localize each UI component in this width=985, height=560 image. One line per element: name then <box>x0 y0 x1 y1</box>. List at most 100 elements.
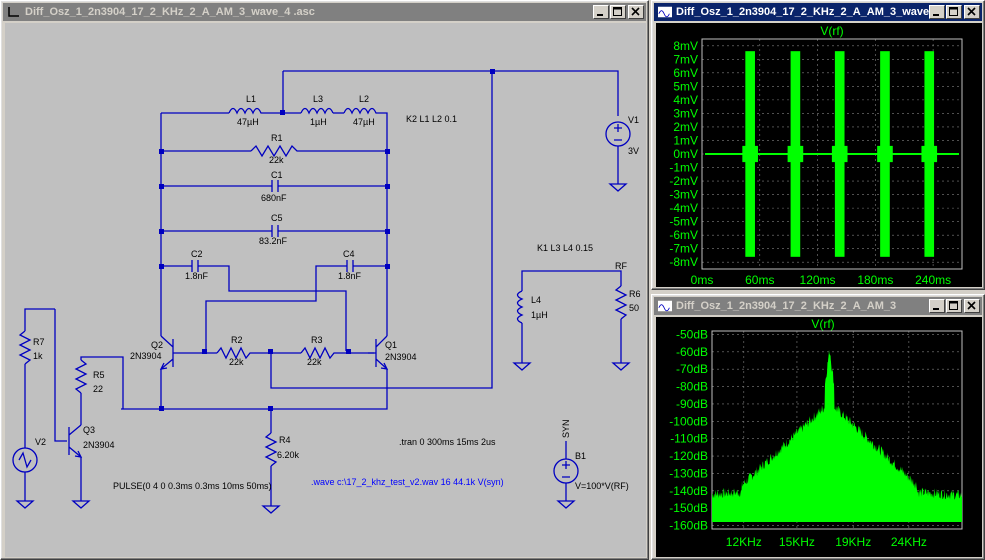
fft-plot-title: Diff_Osz_1_2n3904_17_2_KHz_2_A_AM_3 <box>676 300 897 312</box>
R2-value: 22k <box>229 357 244 367</box>
fft-y-tick-label: -130dB <box>669 466 708 480</box>
fft-y-tick-label: -60dB <box>676 345 708 359</box>
time-y-tick-label: -2mV <box>669 174 698 188</box>
L3-label: L3 <box>313 94 323 104</box>
close-icon <box>631 7 640 16</box>
resistor-R6[interactable]: R6 50 <box>614 285 641 320</box>
capacitor-C4[interactable]: C4 1.8nF <box>338 249 362 281</box>
minimize-button[interactable] <box>929 5 945 19</box>
R5-value: 22 <box>93 384 103 394</box>
L1-value: 47µH <box>237 117 259 127</box>
resistor-R2[interactable]: R2 22k <box>216 335 271 367</box>
R4-label: R4 <box>279 435 291 445</box>
R3-label: R3 <box>311 335 323 345</box>
fft-plot-canvas[interactable]: V(rf)-50dB-60dB-70dB-80dB-90dB-100dB-110… <box>656 317 982 557</box>
minimize-icon <box>933 308 939 310</box>
time-y-tick-label: 6mV <box>673 66 698 80</box>
fft-x-tick-label: 12KHz <box>726 535 762 549</box>
time-y-tick-label: -5mV <box>669 215 698 229</box>
minimize-icon <box>933 14 939 16</box>
resistor-R3[interactable]: R3 22k <box>300 335 374 367</box>
fft-y-tick-label: -70dB <box>676 362 708 376</box>
time-plot-window[interactable]: Diff_Osz_1_2n3904_17_2_KHz_2_A_AM_3_wave… <box>651 0 985 290</box>
time-plot-canvas[interactable]: V(rf)8mV7mV6mV5mV4mV3mV2mV1mV0mV-1mV-2mV… <box>656 23 982 287</box>
fft-plot-window[interactable]: Diff_Osz_1_2n3904_17_2_KHz_2_A_AM_3 V(rf… <box>651 294 985 560</box>
inductor-L2[interactable]: L2 47µH <box>343 94 379 127</box>
R3-value: 22k <box>307 357 322 367</box>
Q3-value: 2N3904 <box>83 440 115 450</box>
resistor-R1[interactable]: R1 22k <box>250 133 306 165</box>
R6-label: R6 <box>629 289 641 299</box>
time-y-tick-label: 5mV <box>673 79 698 93</box>
fft-y-tick-label: -100dB <box>669 414 708 428</box>
maximize-button[interactable] <box>610 5 626 19</box>
close-button[interactable] <box>964 299 980 313</box>
close-button[interactable] <box>964 5 980 19</box>
Q2-value: 2N3904 <box>130 351 162 361</box>
time-y-tick-label: 0mV <box>673 147 698 161</box>
C4-label: C4 <box>343 249 355 259</box>
waveform-icon <box>658 300 672 312</box>
minimize-button[interactable] <box>593 5 609 19</box>
inductor-L1[interactable]: L1 47µH <box>228 94 266 127</box>
time-plot-frame <box>701 38 963 270</box>
maximize-button[interactable] <box>946 5 962 19</box>
fft-y-tick-label: -140dB <box>669 484 708 498</box>
fft-plot-trace-name: V(rf) <box>811 317 834 331</box>
fft-plot-titlebar[interactable]: Diff_Osz_1_2n3904_17_2_KHz_2_A_AM_3 <box>654 297 982 315</box>
resistor-R5[interactable]: R5 22 <box>74 359 105 394</box>
time-x-tick-label: 0ms <box>691 273 714 287</box>
minimize-button[interactable] <box>929 299 945 313</box>
waveform-icon <box>658 6 672 18</box>
R5-label: R5 <box>93 370 105 380</box>
C5-value: 83.2nF <box>259 236 288 246</box>
Q3-label: Q3 <box>83 425 95 435</box>
fft-trace-spectrum <box>712 349 962 523</box>
schematic-titlebar[interactable]: Diff_Osz_1_2n3904_17_2_KHz_2_A_AM_3_wave… <box>3 3 646 21</box>
resistor-R7[interactable]: R7 1k <box>18 330 45 365</box>
inductor-L3[interactable]: L3 1µH <box>300 94 334 127</box>
time-y-tick-label: 8mV <box>673 39 698 53</box>
time-plot-trace-name: V(rf) <box>820 24 843 38</box>
R4-value: 6.20k <box>277 450 300 460</box>
maximize-button[interactable] <box>946 299 962 313</box>
schematic-window[interactable]: Diff_Osz_1_2n3904_17_2_KHz_2_A_AM_3_wave… <box>0 0 649 560</box>
C5-label: C5 <box>271 213 283 223</box>
schematic-title: Diff_Osz_1_2n3904_17_2_KHz_2_A_AM_3_wave… <box>25 6 315 18</box>
fft-y-tick-label: -160dB <box>669 519 708 533</box>
time-x-tick-label: 240ms <box>915 273 951 287</box>
maximize-icon <box>613 7 622 16</box>
fft-y-tick-label: -80dB <box>676 380 708 394</box>
Q1-value: 2N3904 <box>385 352 417 362</box>
time-y-tick-label: 1mV <box>673 133 698 147</box>
schematic-canvas[interactable]: L1 47µH L3 1µH L2 47µH K2 L1 L2 0.1 R1 2… <box>5 23 646 557</box>
time-y-tick-label: -4mV <box>669 201 698 215</box>
V1-value: 3V <box>628 146 639 156</box>
voltage-source-V2[interactable]: V2 <box>12 437 46 509</box>
capacitor-C1[interactable]: C1 680nF <box>261 170 287 203</box>
k2-directive: K2 L1 L2 0.1 <box>406 114 457 124</box>
Q2-label: Q2 <box>151 340 163 350</box>
time-x-tick-label: 60ms <box>745 273 774 287</box>
close-button[interactable] <box>628 5 644 19</box>
resistor-R4[interactable]: R4 6.20k <box>261 432 300 514</box>
voltage-source-V1[interactable]: V1 3V <box>605 115 639 192</box>
schematic-window-controls <box>592 5 644 19</box>
L2-value: 47µH <box>353 117 375 127</box>
time-y-tick-label: -1mV <box>669 161 698 175</box>
C2-label: C2 <box>191 249 203 259</box>
fft-plot-frame <box>711 330 963 530</box>
time-y-tick-label: 4mV <box>673 93 698 107</box>
capacitor-C5[interactable]: C5 83.2nF <box>259 213 288 246</box>
C4-value: 1.8nF <box>338 271 362 281</box>
R6-value: 50 <box>629 303 639 313</box>
inductor-L4[interactable]: L4 1µH <box>516 290 548 324</box>
capacitor-C2[interactable]: C2 1.8nF <box>185 249 209 281</box>
syn-net-label: SYN <box>561 419 571 438</box>
time-y-tick-label: 7mV <box>673 52 698 66</box>
time-plot-titlebar[interactable]: Diff_Osz_1_2n3904_17_2_KHz_2_A_AM_3_wave <box>654 3 982 21</box>
wave-directive: .wave c:\17_2_khz_test_v2.wav 16 44.1k V… <box>311 477 504 487</box>
time-trace-burst-skirt <box>877 145 893 163</box>
fft-y-tick-label: -120dB <box>669 449 708 463</box>
time-y-tick-label: -3mV <box>669 188 698 202</box>
